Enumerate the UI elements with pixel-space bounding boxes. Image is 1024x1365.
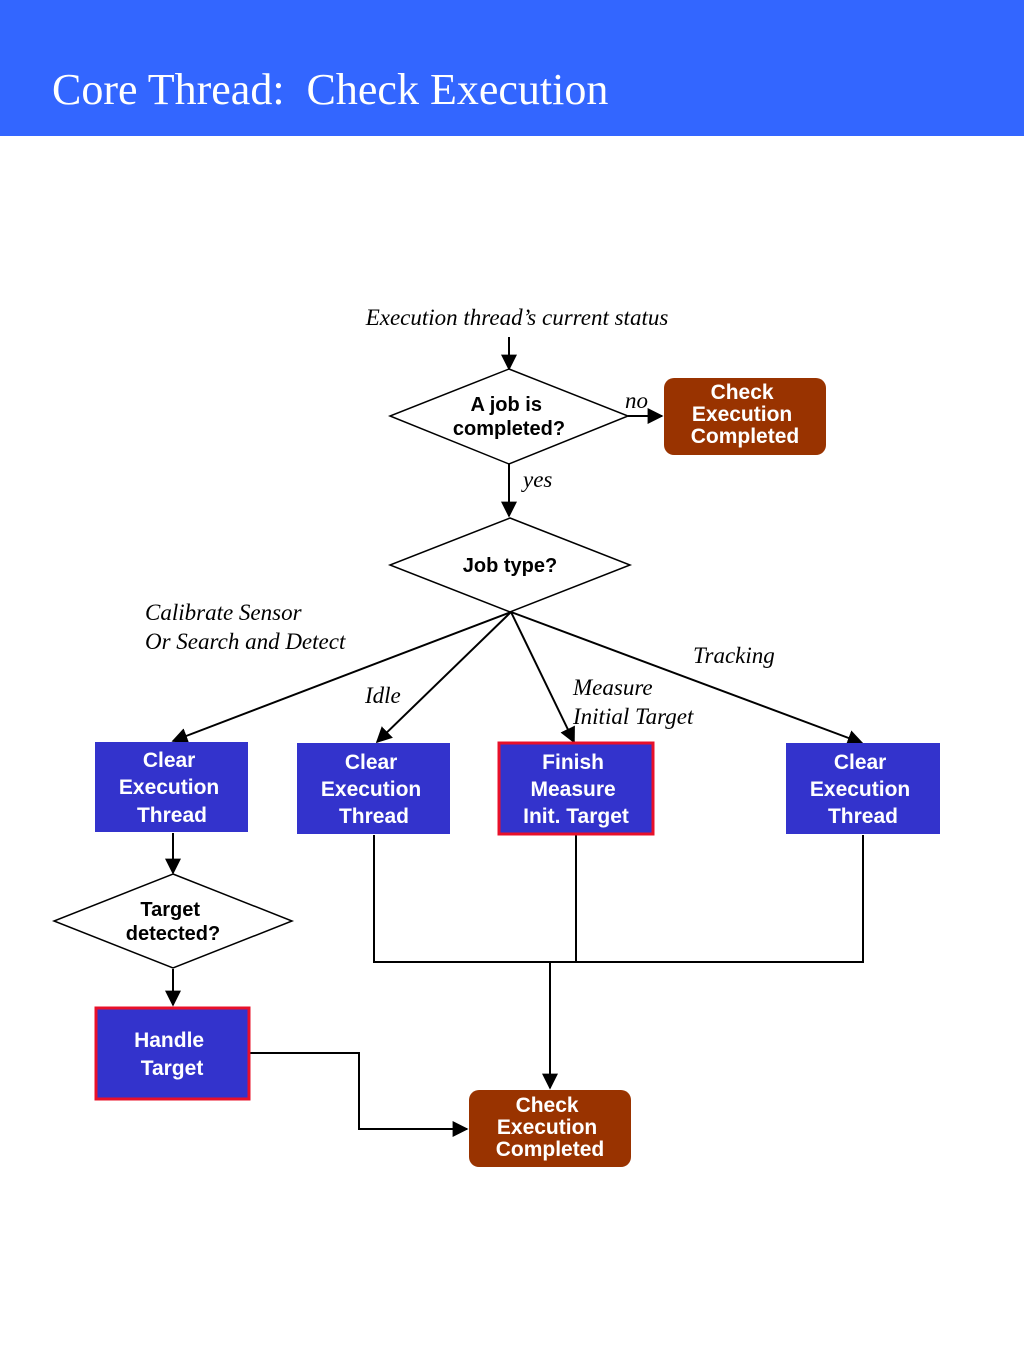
svg-text:Clear Execution Th: Clear Execution Thread: [810, 751, 916, 828]
decision-job-completed-line-2: completed?: [453, 418, 565, 440]
process-clear-tracking: Clear Execution Thread: [786, 743, 940, 834]
terminal-bottom-line-3: Completed: [496, 1138, 605, 1161]
process-handle-target-line-1: Handle: [134, 1029, 204, 1052]
decision-job-completed-line-1: A job is: [470, 394, 541, 416]
edge-label-calibrate-line-1: Calibrate Sensor: [145, 600, 303, 625]
edge-label-tracking: Tracking: [693, 643, 775, 668]
edge-tracking: [510, 611, 864, 746]
process-clear-tracking-line-1: Clear: [834, 751, 887, 774]
terminal-check-completed-top: Check Execution Completed: [664, 378, 826, 455]
decision-job-type: Job type?: [387, 517, 633, 613]
svg-text:Finish Measure Ini: Finish Measure Init. Target: [523, 751, 629, 828]
process-finish-measure: Finish Measure Init. Target: [497, 741, 655, 836]
process-clear-calibrate-line-2: Execution: [119, 776, 219, 799]
process-clear-calibrate-line-3: Thread: [137, 804, 207, 827]
process-clear-calibrate-line-1: Clear: [143, 749, 196, 772]
edge-idle: [375, 611, 512, 744]
edges: [165, 337, 864, 1137]
process-clear-tracking-line-3: Thread: [828, 805, 898, 828]
edge-label-measure-line-2: Initial Target: [572, 704, 694, 729]
svg-text:Clear Execution Th: Clear Execution Thread: [321, 751, 427, 828]
edge-calibrate: [171, 611, 512, 744]
svg-text:Calibrate Sensor Or Search: Calibrate Sensor Or Search and Detect: [145, 600, 346, 654]
svg-text:A job is completed?: A job is completed?: [453, 394, 565, 440]
edge-handle-to-completed: [250, 1052, 469, 1137]
svg-text:Job type?: Job type?: [463, 555, 557, 577]
process-finish-measure-line-2: Measure: [530, 778, 615, 801]
svg-text:Target detected?: Target detected?: [126, 899, 220, 945]
process-handle-target-line-2: Target: [141, 1057, 204, 1080]
decision-job-completed: A job is completed?: [387, 368, 631, 465]
terminal-top-line-2: Execution: [692, 403, 792, 426]
process-clear-idle-line-3: Thread: [339, 805, 409, 828]
terminal-bottom-line-1: Check: [516, 1094, 579, 1117]
edge-label-yes: yes: [521, 467, 552, 492]
svg-text:Clear Execution Th: Clear Execution Thread: [119, 749, 225, 827]
process-finish-measure-line-1: Finish: [542, 751, 604, 774]
decision-job-type-line-1: Job type?: [463, 555, 557, 577]
terminal-top-line-3: Completed: [691, 425, 800, 448]
process-clear-idle-line-2: Execution: [321, 778, 421, 801]
title-bar: Core Thread: Check Execution: [0, 0, 1024, 136]
edge-label-idle: Idle: [364, 683, 401, 708]
terminal-top-line-1: Check: [711, 381, 774, 404]
process-clear-calibrate: Clear Execution Thread: [95, 742, 248, 832]
process-handle-target: Handle Target: [94, 1006, 251, 1101]
edge-label-measure-line-1: Measure: [572, 675, 653, 700]
edge-label-no: no: [625, 388, 648, 413]
merge-connector: [373, 835, 864, 963]
svg-text:Measure Initial Target: Measure Initial Target: [572, 675, 694, 729]
decision-target-detected: Target detected?: [51, 873, 295, 969]
process-finish-measure-line-3: Init. Target: [523, 805, 629, 828]
svg-text:Handle Target: Handle Target: [134, 1029, 210, 1080]
process-clear-idle: Clear Execution Thread: [297, 743, 450, 834]
page-title: Core Thread: Check Execution: [52, 65, 609, 114]
edge-measure: [510, 611, 575, 744]
terminal-bottom-line-2: Execution: [497, 1116, 597, 1139]
svg-text:Check Execution Co: Check Execution Completed: [496, 1094, 605, 1161]
edge-label-calibrate-line-2: Or Search and Detect: [145, 629, 346, 654]
svg-text:Check Execution Co: Check Execution Completed: [691, 381, 800, 448]
start-label: Execution thread’s current status: [365, 305, 669, 330]
process-clear-tracking-line-2: Execution: [810, 778, 910, 801]
process-clear-idle-line-1: Clear: [345, 751, 398, 774]
decision-target-detected-line-2: detected?: [126, 923, 220, 945]
decision-target-detected-line-1: Target: [140, 899, 200, 921]
terminal-check-completed-bottom: Check Execution Completed: [469, 1090, 631, 1167]
